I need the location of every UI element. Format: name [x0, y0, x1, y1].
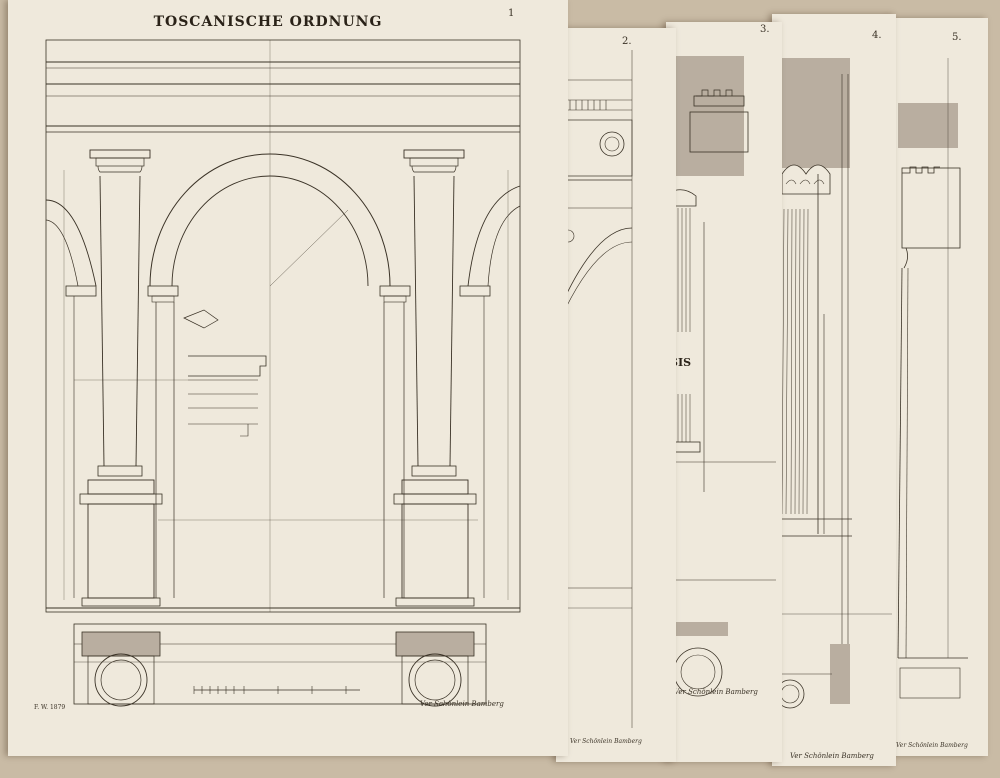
- plate-3-drawing: [666, 56, 776, 697]
- plate-5-drawing: [897, 58, 968, 699]
- plate-5: 5. Ver Schönlein Bamberg: [888, 18, 988, 756]
- plate-2-number: 2.: [622, 36, 632, 47]
- toscan-order-elevation: [45, 39, 521, 707]
- plate-title: TOSCANISCHE ORDNUNG: [153, 14, 383, 30]
- plate-4-number: 4.: [872, 30, 882, 41]
- plate-4-signature: Ver Schönlein Bamberg: [790, 752, 874, 760]
- plate-3-signature: Ver Schönlein Bamberg: [674, 688, 758, 696]
- plate-1-number: 1: [508, 8, 515, 19]
- plate-corner-note: F. W. 1879: [34, 704, 66, 711]
- plate-2-drawing: [559, 50, 633, 728]
- plate-5-signature: Ver Schönlein Bamberg: [896, 742, 968, 749]
- plate-4: 4. Ver Schönlein Bamberg: [772, 14, 896, 766]
- plate-5-number: 5.: [952, 32, 962, 43]
- plate-3: 3. SIS Ver Schönlein Bamberg: [666, 22, 782, 762]
- plate-1: TOSCANISCHE ORDNUNG 1 F. W. 1879 Ver Sch…: [8, 0, 568, 756]
- plate-3-number: 3.: [760, 24, 770, 35]
- plate-2: 2. Ver Schönlein Bamberg: [556, 28, 676, 762]
- plate-4-drawing: [774, 58, 892, 709]
- plate-2-signature: Ver Schönlein Bamberg: [570, 738, 642, 745]
